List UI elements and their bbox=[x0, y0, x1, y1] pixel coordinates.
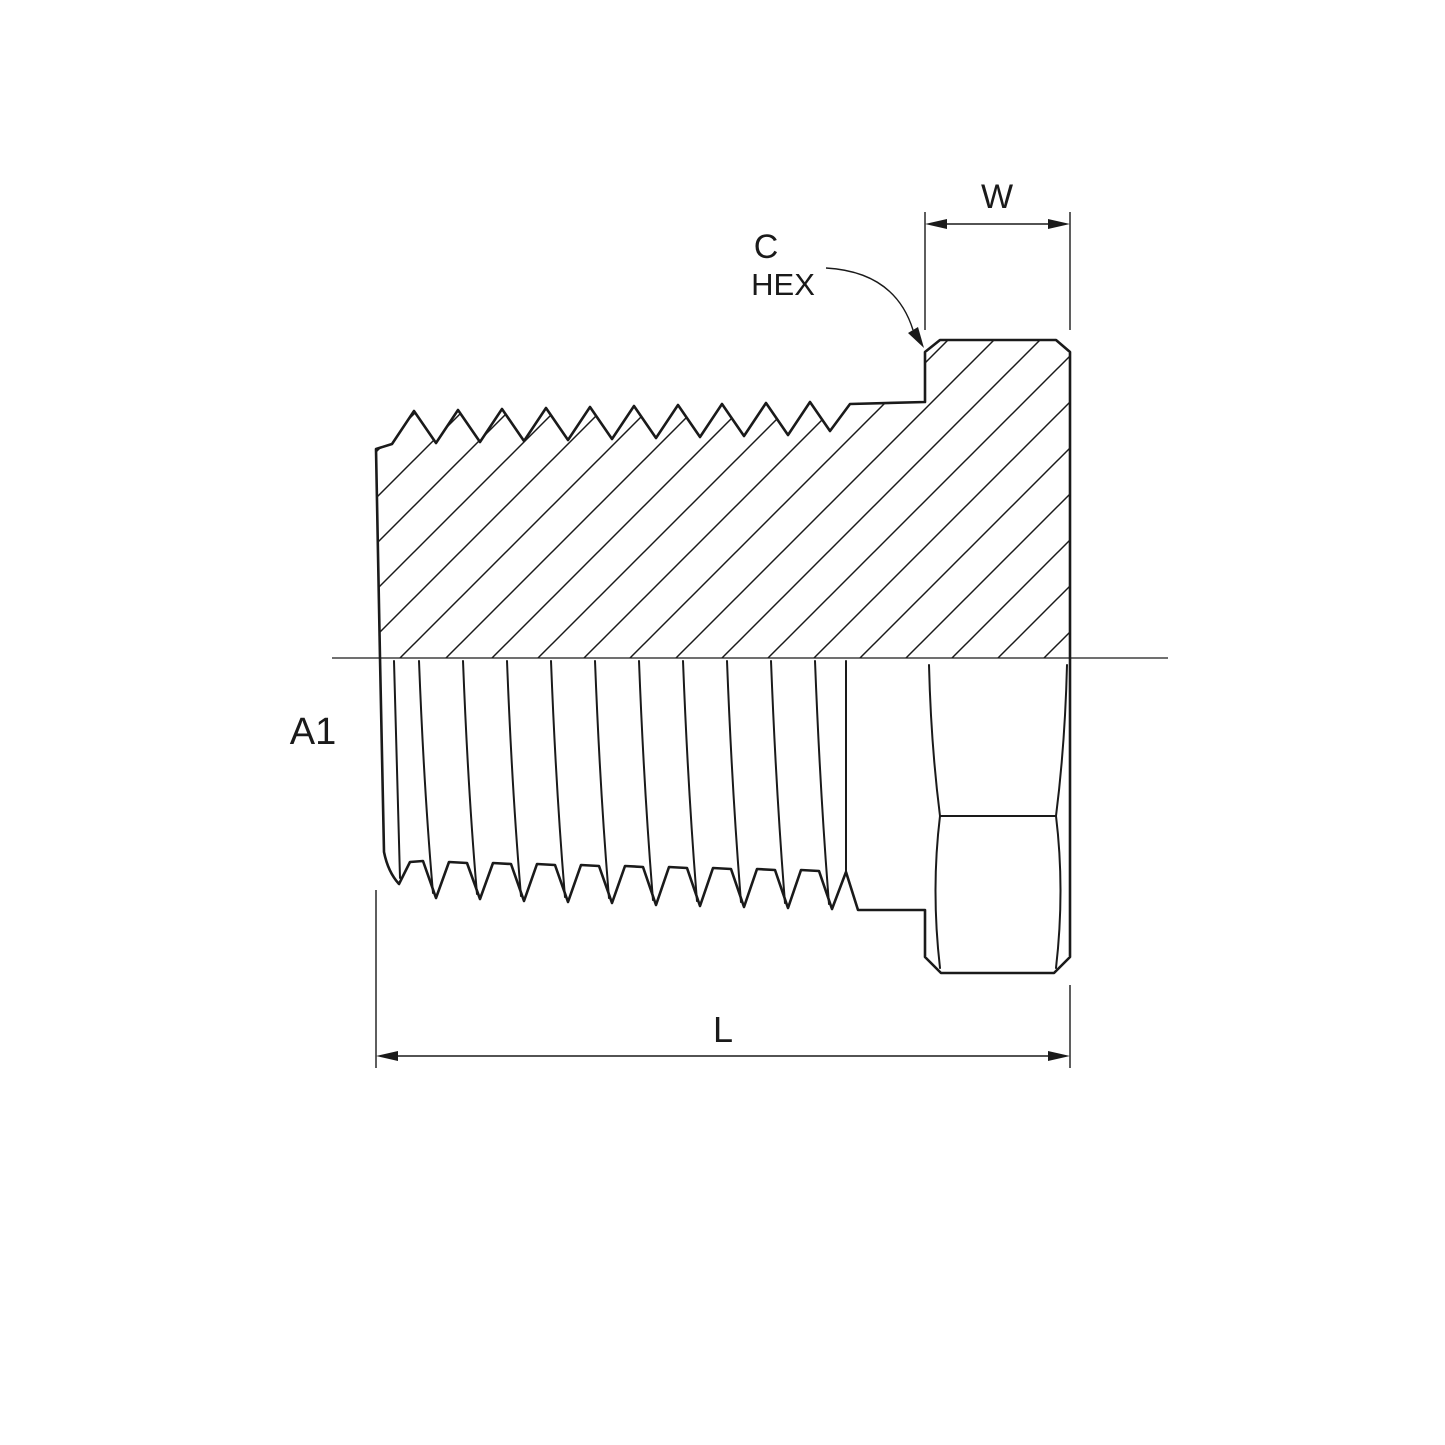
l-arrowhead-left bbox=[376, 1051, 398, 1061]
w-arrowhead-left bbox=[925, 219, 947, 229]
hex-callout-letter: C bbox=[754, 228, 779, 266]
w-dimension-label: W bbox=[981, 178, 1013, 216]
dimension-l: L bbox=[375, 890, 1071, 1068]
hex-chamfer-arc-lower-left bbox=[934, 815, 941, 969]
hex-callout-word: HEX bbox=[751, 267, 815, 302]
part-outline bbox=[374, 338, 1072, 975]
section-hatching bbox=[376, 340, 1070, 658]
hex-chamfer-arc-upper-left bbox=[928, 664, 941, 817]
l-dimension-label: L bbox=[713, 1009, 733, 1050]
l-arrowhead-right bbox=[1048, 1051, 1070, 1061]
hex-callout-leader-line bbox=[825, 267, 914, 331]
port-size-label: A1 bbox=[290, 711, 336, 753]
dimension-w: W bbox=[924, 178, 1071, 330]
hex-chamfer-arc-lower-right bbox=[1055, 815, 1062, 969]
hex-head-facets bbox=[928, 664, 1068, 969]
hex-chamfer-arc-upper-right bbox=[1055, 664, 1068, 817]
hex-callout: C HEX bbox=[751, 228, 924, 348]
hex-callout-arrowhead bbox=[908, 327, 924, 348]
w-arrowhead-right bbox=[1048, 219, 1070, 229]
thread-crest-lines bbox=[393, 660, 847, 905]
